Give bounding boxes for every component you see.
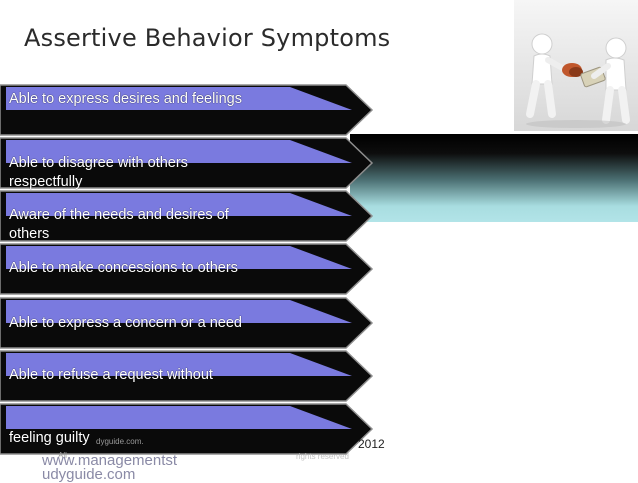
slide-title: Assertive Behavior Symptoms xyxy=(24,24,391,52)
arrow-shape xyxy=(0,297,374,349)
symptom-label: Able to express desires and feelings xyxy=(9,91,242,107)
watermark-url-line1: www.managementst xyxy=(42,452,178,469)
exchange-photo xyxy=(514,0,638,131)
watermark-small: dyguide.com. xyxy=(96,437,144,446)
copyright-year: 2012 xyxy=(358,437,385,451)
watermark-url-line2: udyguide.com xyxy=(42,466,136,483)
gradient-band xyxy=(350,134,638,222)
arrow-shape xyxy=(0,137,374,189)
symptom-label: Able to refuse a request without xyxy=(9,367,213,383)
faint-rights-text: rights reserved xyxy=(296,452,349,461)
symptom-arrow: Able to refuse a request without xyxy=(0,350,374,402)
arrow-shape xyxy=(0,243,374,295)
symptom-arrow: Able to express desires and feelings xyxy=(0,84,374,136)
arrow-shape xyxy=(0,403,374,455)
arrow-shape xyxy=(0,84,374,136)
symptom-arrow: Able to express a concern or a need xyxy=(0,297,374,349)
symptom-arrow-list: Able to express desires and feelings Abl… xyxy=(0,84,374,456)
symptom-label: Aware of the needs and desires of others xyxy=(9,207,229,242)
symptom-label: Able to disagree with others respectfull… xyxy=(9,155,188,190)
symptom-arrow: Able to disagree with others respectfull… xyxy=(0,137,374,190)
symptom-label: feeling guilty xyxy=(9,430,90,446)
symptom-arrow: feeling guilty xyxy=(0,403,374,455)
arrow-shape xyxy=(0,350,374,402)
watermark-all: All xyxy=(58,451,67,460)
arrow-shape xyxy=(0,190,374,242)
people-exchanging-money-icon xyxy=(526,33,630,128)
symptom-label: Able to express a concern or a need xyxy=(9,315,242,331)
symptom-label: Able to make concessions to others xyxy=(9,260,238,276)
symptom-arrow: Able to make concessions to others xyxy=(0,243,374,295)
symptom-arrow: Aware of the needs and desires of others xyxy=(0,190,374,242)
